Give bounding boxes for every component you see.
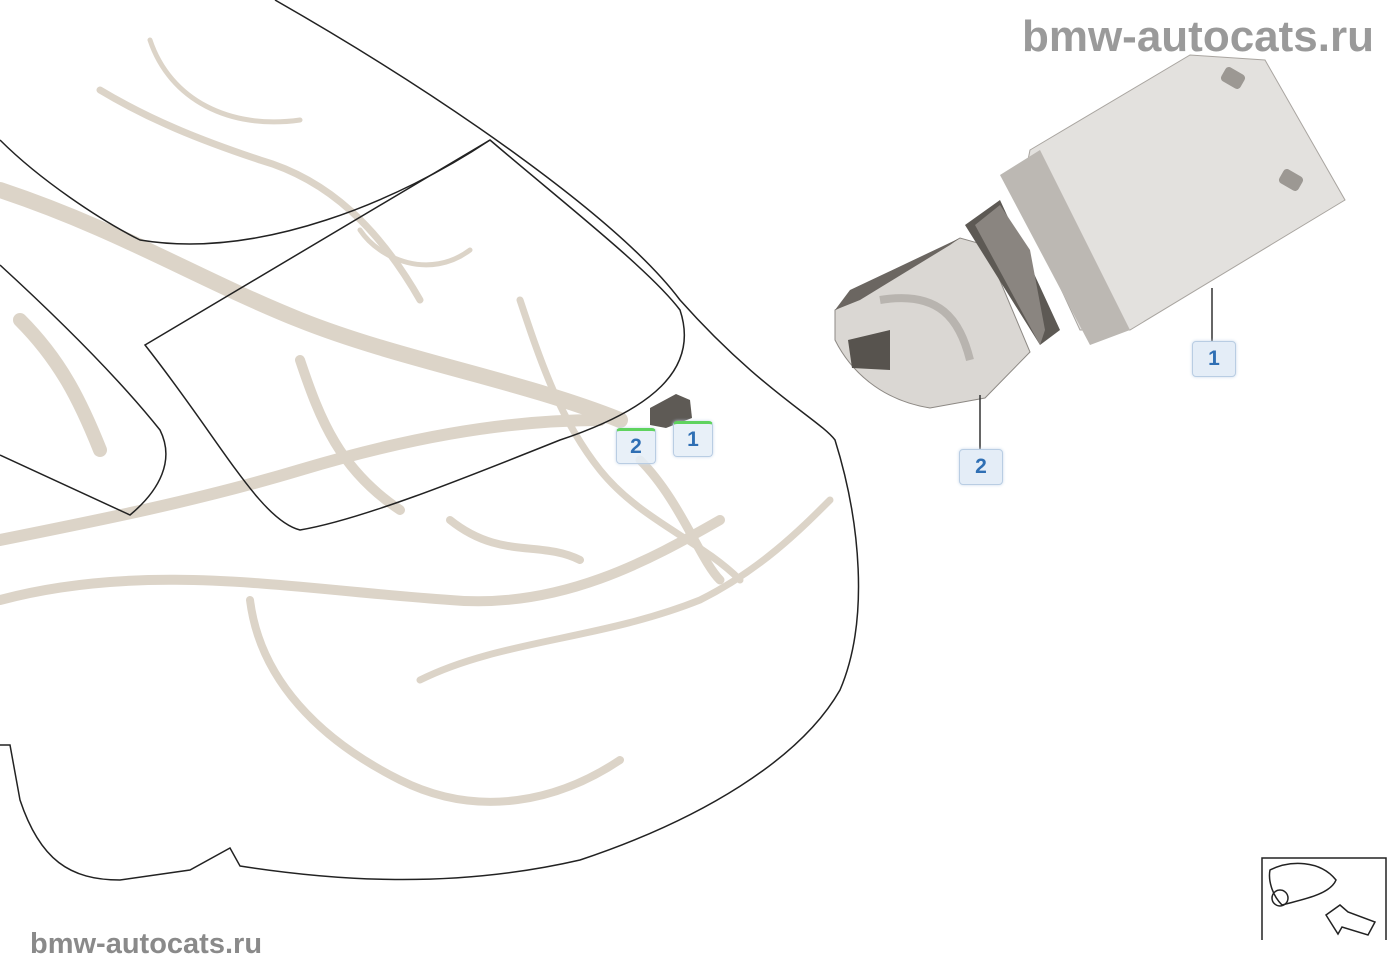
part-2-cover [834, 237, 1031, 409]
callout-2[interactable]: 2 [959, 449, 1003, 485]
car-outline [0, 0, 860, 881]
leader-lines [979, 288, 1213, 450]
part-1-control-unit [965, 54, 1346, 345]
callout-2-on-car[interactable]: 2 [616, 428, 656, 464]
car-view-orientation-icon [1261, 857, 1387, 940]
callout-1-on-car[interactable]: 1 [673, 421, 713, 457]
wiring-harness [0, 37, 834, 806]
callout-1[interactable]: 1 [1192, 341, 1236, 377]
watermark-bottom: bmw-autocats.ru [30, 928, 263, 960]
watermark-top: bmw-autocats.ru [1021, 12, 1374, 61]
part-on-car [650, 394, 692, 428]
